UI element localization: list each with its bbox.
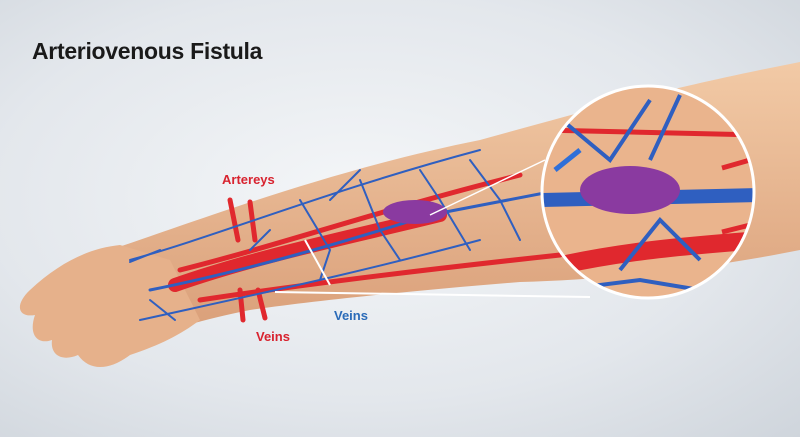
veins-label-red: Veins (256, 329, 290, 344)
hand (19, 245, 200, 368)
veins-label-blue: Veins (334, 308, 368, 323)
fistula (383, 200, 447, 224)
arteries-label: Artereys (222, 172, 275, 187)
fistula-closeup (542, 86, 754, 298)
diagram-title: Arteriovenous Fistula (32, 38, 263, 64)
